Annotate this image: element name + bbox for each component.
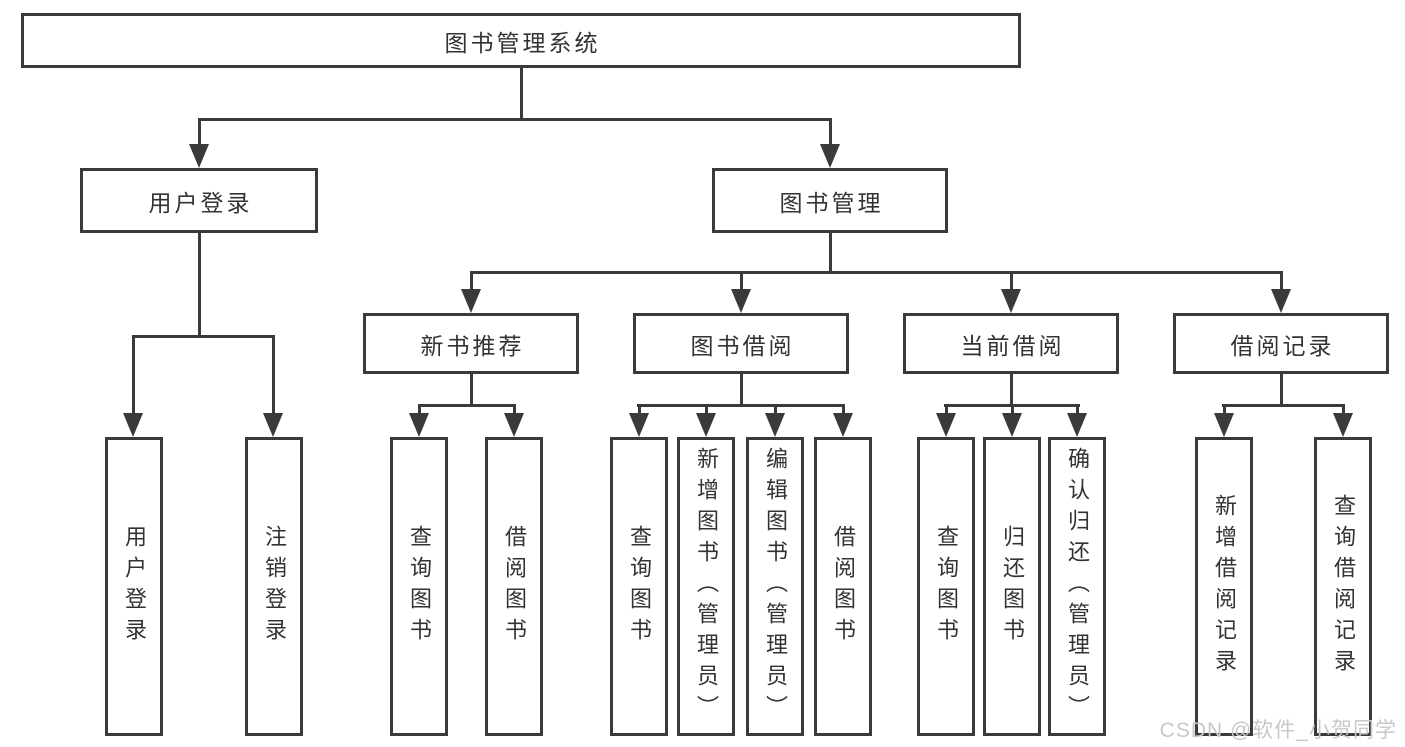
node-current-borrow: 当前借阅 (903, 313, 1119, 374)
leaf-borrow-books-recommend: 借阅图书 (485, 437, 543, 736)
arrow-down-icon (833, 413, 853, 437)
leaf-query-borrow-record-label: 查询借阅记录 (1331, 493, 1356, 680)
leaf-return-book-label: 归还图书 (1000, 524, 1025, 649)
connector-leaf-drop (1223, 407, 1226, 417)
arrow-down-icon (1001, 289, 1021, 313)
leaf-add-borrow-record-label: 新增借阅记录 (1212, 493, 1237, 680)
connector-l3-bus (944, 404, 1080, 407)
connector-book-mgmt-drop (829, 121, 832, 146)
node-book-borrow-label: 图书借阅 (690, 332, 795, 359)
leaf-edit-book-admin-label: 编辑图书（管理员） (763, 447, 788, 726)
connector-leaf-drop (272, 338, 275, 414)
node-library-system: 图书管理系统 (21, 13, 1021, 68)
csdn-watermark: CSDN @软件_小贺同学 (1159, 719, 1397, 742)
arrow-down-icon (263, 413, 283, 437)
connector-l3-drop (740, 274, 743, 292)
connector-book-mgmt-stem (829, 233, 832, 273)
connector-l3-drop (1010, 274, 1013, 292)
connector-l3-drop (470, 274, 473, 292)
connector-root-stem (520, 68, 523, 118)
arrow-down-icon (1214, 413, 1234, 437)
connector-user-login-drop (198, 121, 201, 146)
leaf-add-borrow-record: 新增借阅记录 (1195, 437, 1253, 736)
node-borrow-records: 借阅记录 (1173, 313, 1389, 374)
arrow-down-icon (504, 413, 524, 437)
connector-leaf-drop (1342, 407, 1345, 417)
node-user-login: 用户登录 (80, 168, 318, 233)
arrow-down-icon (461, 289, 481, 313)
leaf-user-login-label: 用户登录 (122, 524, 147, 649)
node-new-book-recommend: 新书推荐 (363, 313, 579, 374)
node-current-borrow-label: 当前借阅 (960, 332, 1065, 359)
node-book-borrow: 图书借阅 (633, 313, 849, 374)
leaf-borrow-books: 借阅图书 (814, 437, 872, 736)
connector-l3-stem (1280, 374, 1283, 406)
leaf-edit-book-admin: 编辑图书（管理员） (746, 437, 804, 736)
leaf-query-books-borrow-label: 查询图书 (627, 524, 652, 649)
leaf-user-login: 用户登录 (105, 437, 163, 736)
connector-root-bus (198, 118, 832, 121)
connector-l3-drop (1280, 274, 1283, 292)
arrow-down-icon (936, 413, 956, 437)
leaf-confirm-return-admin-label: 确认归还（管理员） (1065, 447, 1090, 726)
arrow-down-icon (1002, 413, 1022, 437)
leaf-borrow-books-recommend-label: 借阅图书 (502, 524, 527, 649)
leaf-query-books-recommend: 查询图书 (390, 437, 448, 736)
connector-leaf-drop (132, 338, 135, 414)
arrow-down-icon (123, 413, 143, 437)
connector-l3-bus (1222, 404, 1345, 407)
connector-book-mgmt-bus (470, 271, 1283, 274)
leaf-logout-label: 注销登录 (262, 524, 287, 649)
leaf-query-books-recommend-label: 查询图书 (407, 524, 432, 649)
leaf-return-book: 归还图书 (983, 437, 1041, 736)
connector-leaf-drop (774, 407, 777, 417)
leaf-query-books-current: 查询图书 (917, 437, 975, 736)
connector-l3-bus (418, 404, 516, 407)
leaf-confirm-return-admin: 确认归还（管理员） (1048, 437, 1106, 736)
arrow-down-icon (820, 144, 840, 168)
connector-l3-bus (637, 404, 845, 407)
arrow-down-icon (189, 144, 209, 168)
connector-leaf-drop (513, 407, 516, 417)
connector-l3-stem (740, 374, 743, 406)
connector-user-login-bus (132, 335, 275, 338)
leaf-add-book-admin: 新增图书（管理员） (677, 437, 735, 736)
leaf-logout: 注销登录 (245, 437, 303, 736)
node-new-book-recommend-label: 新书推荐 (420, 332, 525, 359)
leaf-query-books-borrow: 查询图书 (610, 437, 668, 736)
arrow-down-icon (1271, 289, 1291, 313)
connector-user-login-stem (198, 233, 201, 335)
arrow-down-icon (629, 413, 649, 437)
node-book-management-label: 图书管理 (779, 189, 884, 216)
node-user-login-label: 用户登录 (148, 189, 253, 216)
connector-l3-stem (470, 374, 473, 406)
leaf-borrow-books-label: 借阅图书 (831, 524, 856, 649)
leaf-add-book-admin-label: 新增图书（管理员） (694, 447, 719, 726)
connector-leaf-drop (842, 407, 845, 417)
arrow-down-icon (1333, 413, 1353, 437)
leaf-query-books-current-label: 查询图书 (934, 524, 959, 649)
connector-leaf-drop (1076, 407, 1079, 417)
node-borrow-records-label: 借阅记录 (1230, 332, 1335, 359)
connector-l3-stem (1010, 374, 1013, 406)
arrow-down-icon (1067, 413, 1087, 437)
node-book-management: 图书管理 (712, 168, 948, 233)
leaf-query-borrow-record: 查询借阅记录 (1314, 437, 1372, 736)
node-library-system-label: 图书管理系统 (444, 29, 601, 56)
connector-leaf-drop (705, 407, 708, 417)
arrow-down-icon (731, 289, 751, 313)
connector-leaf-drop (638, 407, 641, 417)
connector-leaf-drop (1011, 407, 1014, 417)
connector-leaf-drop (418, 407, 421, 417)
arrow-down-icon (409, 413, 429, 437)
arrow-down-icon (765, 413, 785, 437)
arrow-down-icon (696, 413, 716, 437)
connector-leaf-drop (945, 407, 948, 417)
